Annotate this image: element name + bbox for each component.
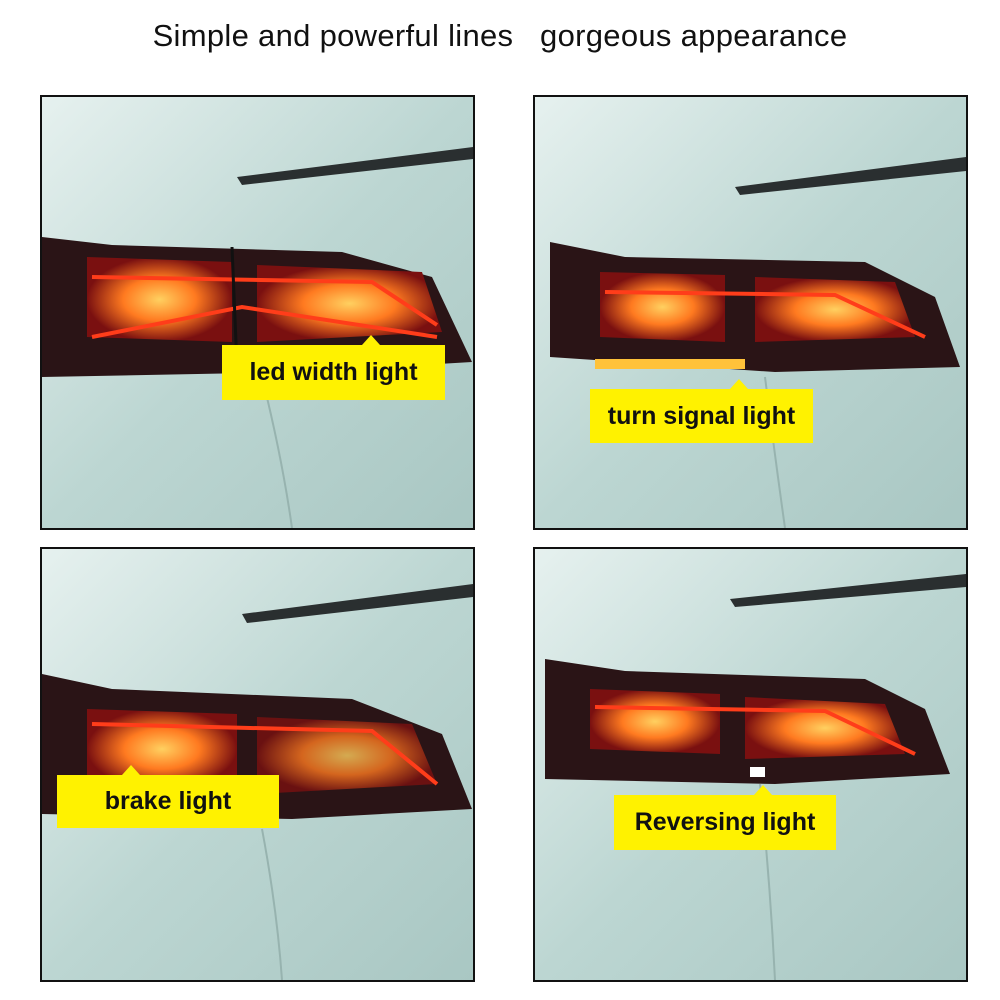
tail-light-photo	[535, 97, 966, 528]
photo-panel-width-light	[40, 95, 475, 530]
tail-light-photo	[42, 549, 473, 980]
tail-light-photo	[42, 97, 473, 528]
photo-panel-reversing-light	[533, 547, 968, 982]
label-reversing-light: Reversing light	[614, 785, 836, 850]
label-brake-light: brake light	[57, 765, 279, 828]
photo-panel-brake-light	[40, 547, 475, 982]
page-title: Simple and powerful lines gorgeous appea…	[152, 18, 848, 53]
tail-light-photo	[535, 549, 966, 980]
label-led-width-light: led width light	[222, 335, 445, 400]
photo-panel-turn-signal	[533, 95, 968, 530]
label-turn-signal-light: turn signal light	[590, 379, 813, 443]
